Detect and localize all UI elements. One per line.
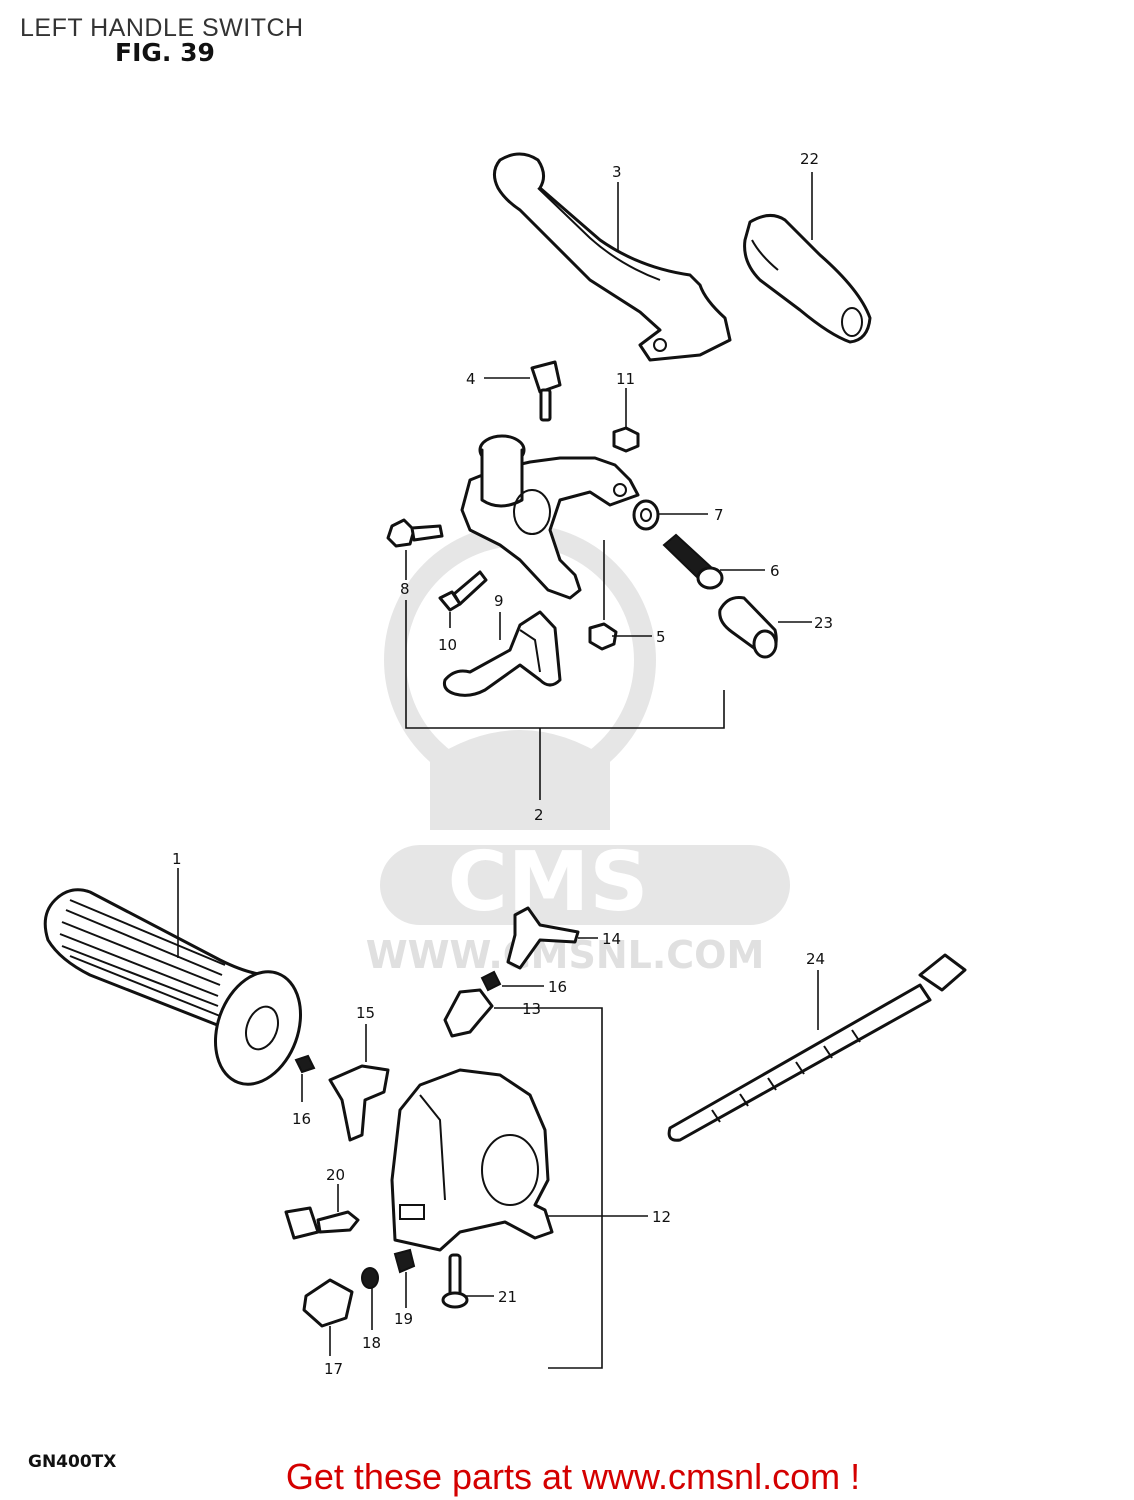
callout-23: 23 <box>814 614 833 632</box>
page-title: LEFT HANDLE SWITCH <box>20 14 304 42</box>
watermark: CMS WWW.CMSNL.COM <box>366 524 790 977</box>
part-17-terminal-block <box>302 1278 354 1328</box>
callout-4: 4 <box>466 370 476 388</box>
part-16-screw-upper <box>480 970 502 992</box>
figure-label: FIG. 39 <box>115 38 215 67</box>
part-11-nut <box>612 426 640 453</box>
callout-18: 18 <box>362 1334 381 1352</box>
part-16-screw-lower <box>294 1054 316 1074</box>
leader-lines <box>177 172 819 1369</box>
part-22-lever-cover <box>743 214 872 344</box>
callout-numbers: 3 22 4 11 7 6 23 5 8 10 9 2 1 14 16 13 1… <box>172 150 833 1378</box>
part-15-switch-lever <box>328 1064 390 1142</box>
callout-3: 3 <box>612 163 622 181</box>
callout-21: 21 <box>498 1288 517 1306</box>
part-24-cable-tie <box>667 953 967 1142</box>
callout-13: 13 <box>522 1000 541 1018</box>
part-13-switch-knob <box>443 988 494 1038</box>
callout-5: 5 <box>656 628 666 646</box>
callout-14: 14 <box>602 930 621 948</box>
part-4-pivot-bolt <box>530 360 562 422</box>
callout-17: 17 <box>324 1360 343 1378</box>
part-21-screw <box>441 1253 469 1309</box>
callout-24: 24 <box>806 950 825 968</box>
part-20-connector <box>284 1206 360 1240</box>
callout-12: 12 <box>652 1208 671 1226</box>
part-6-adjuster <box>662 533 724 590</box>
callout-6: 6 <box>770 562 780 580</box>
part-8-bolt <box>386 518 444 548</box>
callout-7: 7 <box>714 506 724 524</box>
part-1-grip <box>43 888 303 1086</box>
part-18-cap <box>361 1267 379 1289</box>
model-code: GN400TX <box>28 1452 117 1472</box>
callout-22: 22 <box>800 150 819 168</box>
promo-link[interactable]: Get these parts at www.cmsnl.com ! <box>285 1456 861 1497</box>
callout-20: 20 <box>326 1166 345 1184</box>
part-9-pivot-arm <box>443 610 562 697</box>
callout-11: 11 <box>616 370 635 388</box>
callout-19: 19 <box>394 1310 413 1328</box>
part-7-washer <box>632 499 660 531</box>
part-10-pin <box>438 570 488 612</box>
part-12-switch-housing <box>390 1068 554 1252</box>
watermark-brand: CMS <box>448 835 649 930</box>
part-23-adjuster-cover <box>718 596 778 659</box>
callout-15: 15 <box>356 1004 375 1022</box>
part-5-nut <box>588 622 618 651</box>
part-2-lever-holder <box>460 434 640 600</box>
part-19-grommet <box>393 1248 416 1274</box>
callout-9: 9 <box>494 592 504 610</box>
part-14-knob <box>506 906 580 970</box>
callout-10: 10 <box>438 636 457 654</box>
callout-16: 16 <box>548 978 567 996</box>
callout-8: 8 <box>400 580 410 598</box>
callout-1: 1 <box>172 850 182 868</box>
callout-16: 16 <box>292 1110 311 1128</box>
callout-2: 2 <box>534 806 544 824</box>
part-3-clutch-lever <box>493 152 732 362</box>
